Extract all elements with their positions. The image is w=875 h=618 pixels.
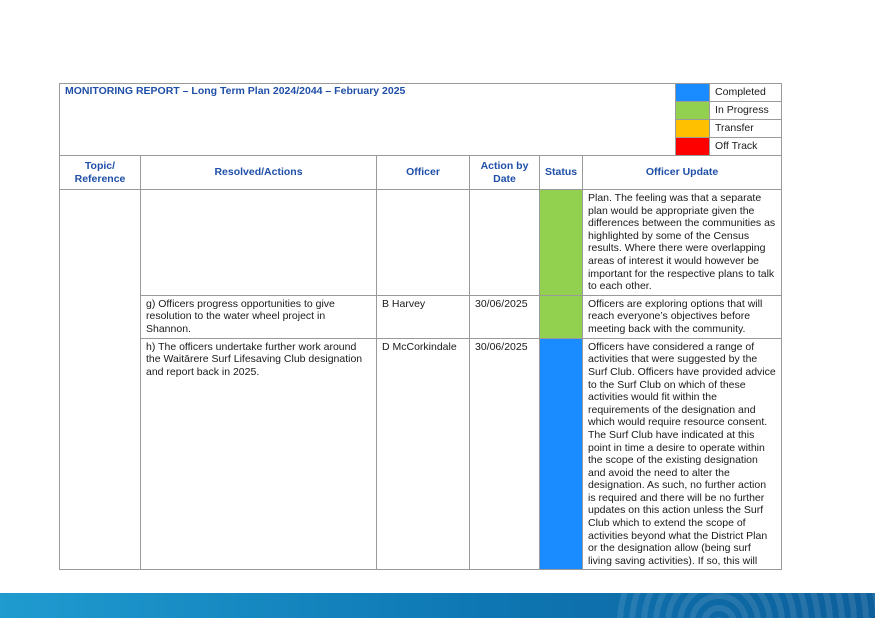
legend-swatch-transfer (675, 119, 711, 138)
header-topic: Topic/ Reference (59, 155, 141, 190)
legend-label-off-track: Off Track (709, 137, 783, 156)
footer-band (0, 593, 875, 618)
row-officer-update: Officers are exploring options that will… (581, 294, 783, 339)
row-officer-update: Officers have considered a range of acti… (581, 337, 783, 571)
report-title: MONITORING REPORT – Long Term Plan 2024/… (58, 83, 677, 156)
footer-pattern (615, 593, 875, 618)
legend-swatch-in-progress (675, 101, 711, 120)
legend-label-completed: Completed (709, 83, 783, 102)
row-date (469, 189, 540, 296)
row-officer: B Harvey (376, 294, 470, 339)
row-officer: D McCorkindale (376, 337, 470, 571)
header-officer-update: Officer Update (581, 155, 783, 190)
legend-label-in-progress: In Progress (709, 101, 783, 120)
row-officer-update: Plan. The feeling was that a separate pl… (581, 189, 783, 296)
row-action: h) The officers undertake further work a… (140, 337, 377, 571)
legend-swatch-off-track (675, 137, 711, 156)
header-resolved-actions: Resolved/Actions (140, 155, 377, 190)
monitoring-report-table: MONITORING REPORT – Long Term Plan 2024/… (58, 83, 783, 571)
header-status: Status (539, 155, 583, 190)
row-status (539, 337, 583, 571)
topic-reference-cell (59, 189, 141, 571)
row-date: 30/06/2025 (469, 294, 540, 339)
row-action: g) Officers progress opportunities to gi… (140, 294, 377, 339)
legend-label-transfer: Transfer (709, 119, 783, 138)
row-status (539, 189, 583, 296)
row-status (539, 294, 583, 339)
header-action-by-date: Action by Date (469, 155, 540, 190)
row-date: 30/06/2025 (469, 337, 540, 571)
row-action (140, 189, 377, 296)
legend-swatch-completed (675, 83, 711, 102)
row-officer (376, 189, 470, 296)
header-officer: Officer (376, 155, 470, 190)
